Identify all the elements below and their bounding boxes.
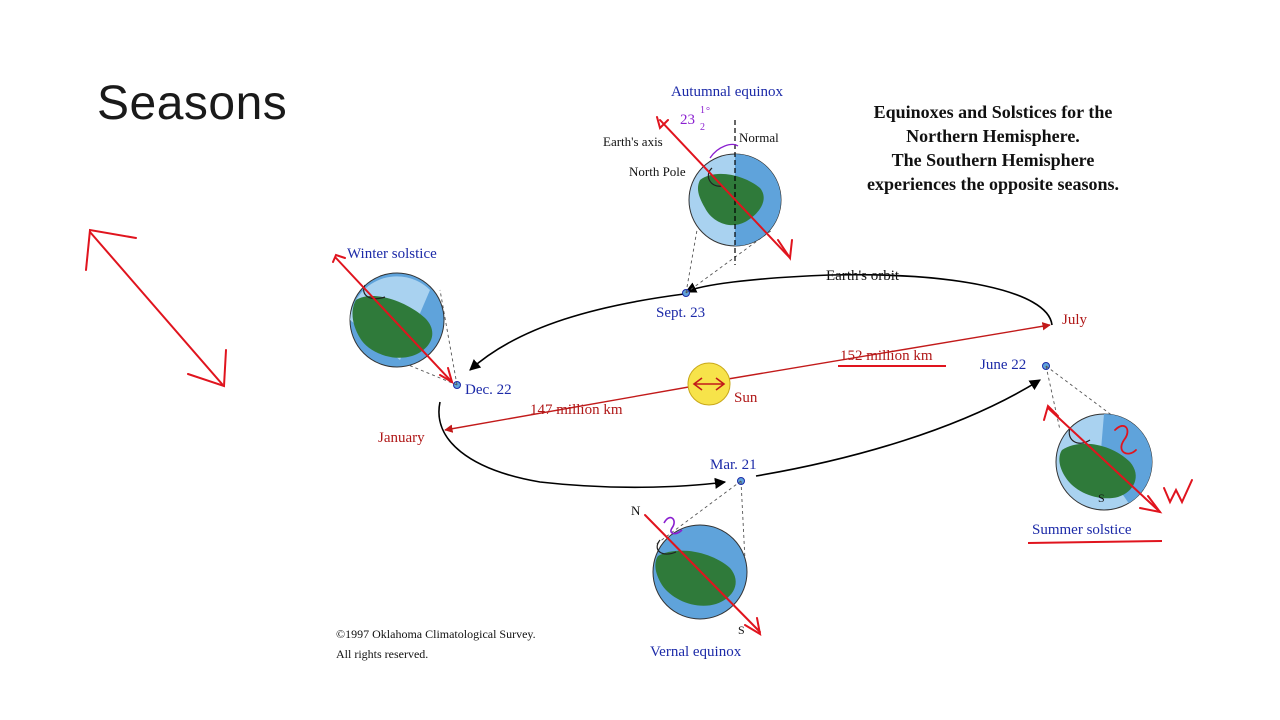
slide-title: Seasons	[97, 77, 288, 130]
svg-text:1: 1	[700, 105, 705, 116]
caption-line-4: experiences the opposite seasons.	[867, 174, 1119, 194]
axis-annotations	[332, 116, 1163, 637]
underline-summer	[1027, 540, 1163, 544]
label-june22: June 22	[980, 357, 1026, 373]
label-summer-s: S	[1098, 491, 1105, 505]
caption-block: Equinoxes and Solstices for the Northern…	[867, 102, 1119, 194]
label-vernal-equinox: Vernal equinox	[650, 644, 742, 660]
label-angle: 23 1 2 °	[680, 105, 710, 133]
handwritten-w	[1163, 479, 1193, 505]
label-dec22: Dec. 22	[465, 382, 512, 398]
svg-text:23: 23	[680, 112, 695, 128]
caption-line-1: Equinoxes and Solstices for the	[874, 102, 1113, 122]
label-january: January	[378, 430, 425, 446]
label-winter-solstice: Winter solstice	[347, 246, 437, 262]
purple-loop	[663, 516, 683, 535]
label-earths-orbit: Earth's orbit	[826, 268, 900, 284]
label-sun: Sun	[734, 390, 758, 406]
label-normal: Normal	[739, 130, 779, 145]
label-summer-solstice: Summer solstice	[1032, 522, 1132, 538]
label-north-pole: North Pole	[629, 164, 686, 179]
label-s: S	[738, 623, 745, 637]
label-n: N	[631, 503, 641, 518]
caption-line-2: Northern Hemisphere.	[906, 126, 1080, 146]
label-sept23: Sept. 23	[656, 305, 705, 321]
label-autumnal-equinox: Autumnal equinox	[671, 84, 784, 100]
svg-text:°: °	[706, 106, 710, 117]
label-152: 152 million km	[840, 348, 933, 364]
label-mar21: Mar. 21	[710, 457, 757, 473]
copyright-line-1: ©1997 Oklahoma Climatological Survey.	[336, 627, 536, 641]
caption-line-3: The Southern Hemisphere	[892, 150, 1095, 170]
label-earths-axis: Earth's axis	[603, 134, 663, 149]
globe-winter	[349, 272, 445, 368]
label-july: July	[1062, 312, 1088, 328]
copyright-line-2: All rights reserved.	[336, 647, 428, 661]
earth-orbit	[438, 273, 1053, 489]
label-147: 147 million km	[530, 402, 623, 418]
distance-lines	[444, 322, 1051, 433]
sun	[687, 362, 731, 406]
svg-text:2: 2	[700, 122, 705, 133]
handdrawn-double-arrow	[85, 228, 227, 388]
